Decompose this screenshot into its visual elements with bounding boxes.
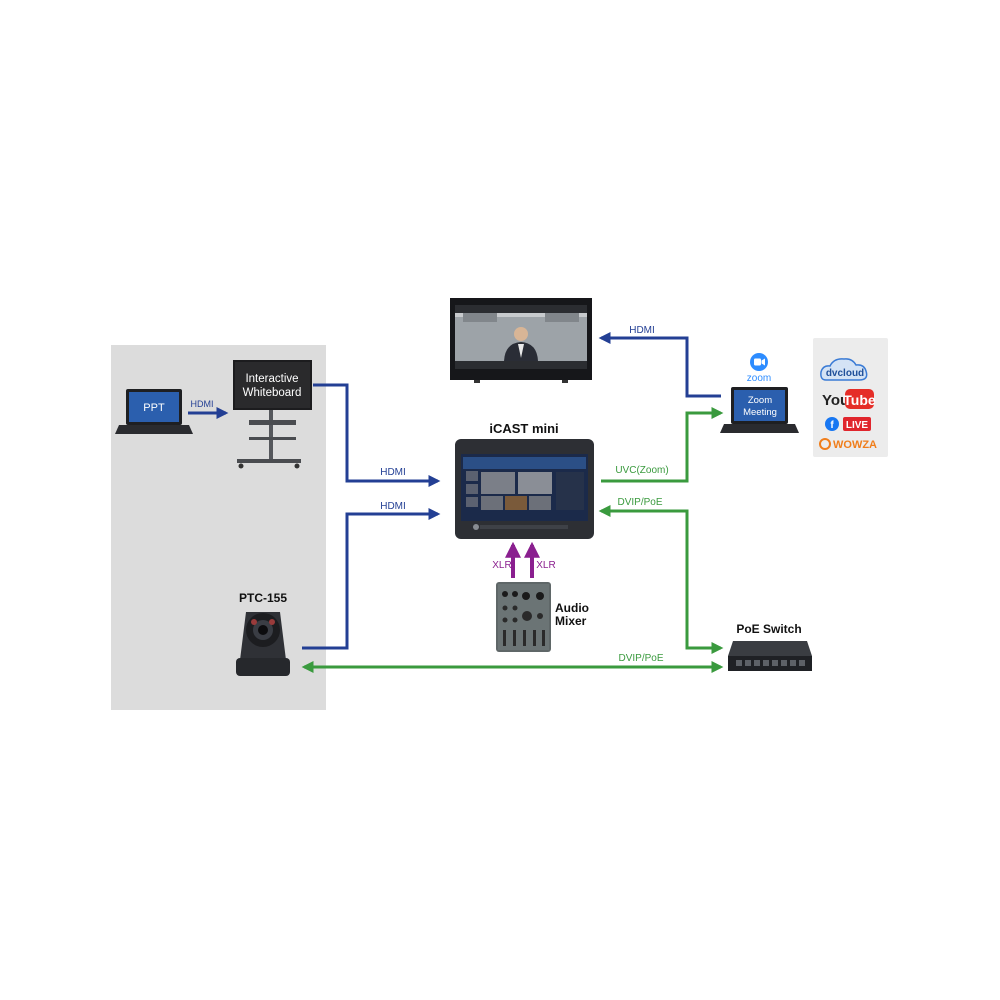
poe-switch-label: PoE Switch [736,622,801,636]
laptop-icon: Zoom Meeting [720,387,799,433]
label-xlr-left: XLR [492,560,511,571]
ptc-label: PTC-155 [239,591,287,605]
label-hdmi-whiteboard: HDMI [380,467,406,478]
label-dvip-ptc: DVIP/PoE [618,653,663,664]
youtube-you-text: You [822,392,849,409]
dvip-icast-switch-line [598,505,724,654]
uvc-icast-zoom-line [601,407,724,483]
dvcloud-logo-icon: dvcloud [820,358,868,381]
network-switch-icon [728,641,812,671]
switcher-icon [455,439,594,539]
mixer-label-line1: Audio [555,601,589,615]
whiteboard-icon: Interactive Whiteboard [233,360,312,469]
whiteboard-label-line1: Interactive [245,373,298,385]
hdmi-whiteboard-icast-line [313,383,441,487]
laptop-icon: PPT [115,389,193,434]
zoom-laptop-label-line1: Zoom [748,395,772,406]
wowza-logo-icon: WOWZA [819,438,877,451]
label-hdmi-tv: HDMI [629,325,655,336]
label-hdmi-ppt: HDMI [191,399,214,409]
icast-label: iCAST mini [489,421,558,436]
youtube-tube-text: Tube [843,392,876,408]
hdmi-ptc-icast-line [302,508,441,650]
streaming-platforms-panel: dvcloud You Tube f LIVE WOWZA [813,338,888,457]
zoom-logo-icon: zoom [747,353,771,384]
zoom-brand-text: zoom [747,373,771,384]
wowza-text: WOWZA [833,439,877,451]
dvcloud-text: dvcloud [826,368,864,379]
label-hdmi-ptc: HDMI [380,501,406,512]
facebook-f-glyph: f [830,420,834,431]
label-dvip-icast: DVIP/PoE [617,497,662,508]
facebook-live-icon: f LIVE [825,417,871,431]
hdmi-zoom-tv-line [598,332,721,398]
mixer-label-line2: Mixer [555,614,587,628]
mixer-icon [496,582,551,652]
zoom-laptop-label-line2: Meeting [743,407,777,418]
ptz-camera-icon [236,612,290,676]
youtube-logo-icon: You Tube [822,389,876,409]
facebook-live-text: LIVE [846,420,869,431]
whiteboard-label-line2: Whiteboard [243,387,302,399]
ppt-label: PPT [143,402,165,414]
label-xlr-right: XLR [536,560,555,571]
tv-monitor-icon [450,298,592,383]
label-uvc-zoom: UVC(Zoom) [615,465,668,476]
